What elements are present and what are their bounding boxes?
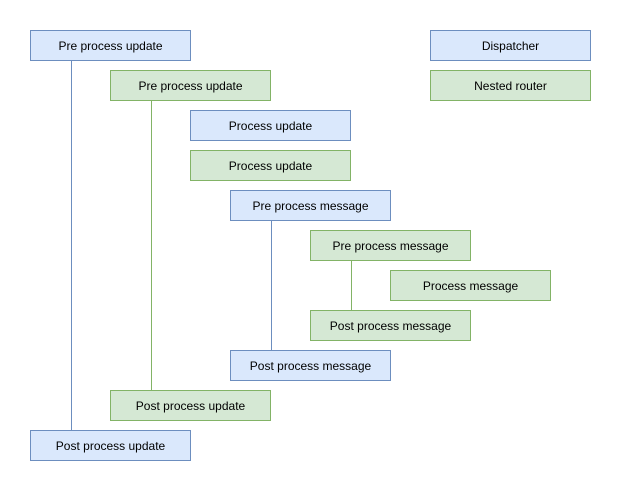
node-pre-process-update-green[interactable]: Pre process update	[110, 70, 271, 101]
node-label: Post process update	[135, 398, 246, 413]
edge-dispatcher-update-lifeline[interactable]	[71, 60, 72, 430]
node-label: Pre process message	[252, 198, 369, 213]
node-pre-process-message-blue[interactable]: Pre process message	[230, 190, 391, 221]
node-process-update-green[interactable]: Process update	[190, 150, 351, 181]
node-label: Process update	[228, 158, 313, 173]
node-label: Dispatcher	[481, 38, 540, 53]
node-dispatcher[interactable]: Dispatcher	[430, 30, 591, 61]
node-pre-process-update-blue[interactable]: Pre process update	[30, 30, 191, 61]
node-process-update-blue[interactable]: Process update	[190, 110, 351, 141]
node-post-process-update-blue[interactable]: Post process update	[30, 430, 191, 461]
node-pre-process-message-green[interactable]: Pre process message	[310, 230, 471, 261]
node-process-message[interactable]: Process message	[390, 270, 551, 301]
node-label: Pre process message	[332, 238, 449, 253]
node-label: Pre process update	[58, 38, 163, 53]
node-nested-router[interactable]: Nested router	[430, 70, 591, 101]
edge-nested-router-update-lifeline[interactable]	[151, 100, 152, 390]
node-label: Process update	[228, 118, 313, 133]
node-post-process-message-blue[interactable]: Post process message	[230, 350, 391, 381]
edge-nested-router-message-lifeline[interactable]	[351, 260, 352, 310]
node-label: Nested router	[474, 78, 547, 93]
node-post-process-message-green[interactable]: Post process message	[310, 310, 471, 341]
node-post-process-update-green[interactable]: Post process update	[110, 390, 271, 421]
node-label: Process message	[422, 278, 519, 293]
node-label: Post process update	[55, 438, 166, 453]
node-label: Post process message	[329, 318, 452, 333]
node-label: Pre process update	[138, 78, 243, 93]
edge-dispatcher-message-lifeline[interactable]	[271, 220, 272, 350]
node-label: Post process message	[249, 358, 372, 373]
